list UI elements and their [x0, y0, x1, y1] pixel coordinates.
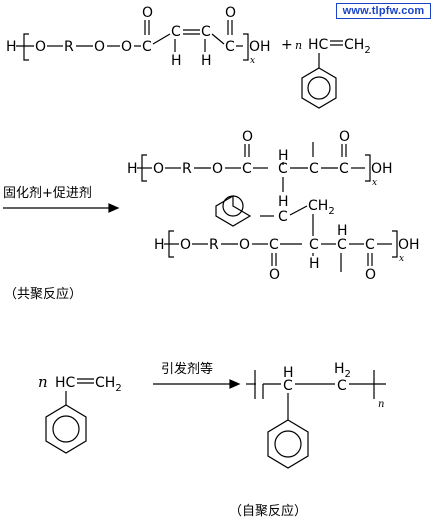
- styrene-crosslink-bridge: H C CH2: [215, 177, 335, 236]
- atom-h: H: [127, 161, 138, 177]
- reaction-arrow-1: [3, 203, 120, 213]
- atom-o: O: [94, 39, 105, 55]
- coefficient-n: n: [295, 39, 302, 52]
- plus-sign: +: [281, 37, 293, 53]
- atom-c: C: [339, 161, 349, 177]
- arrow-label-curing-agent: 固化剂+促进剂: [3, 186, 92, 201]
- unsaturated-polyester-reactant: H O R O O C O C H C H C O OH x: [6, 5, 271, 69]
- atom-c: C: [142, 39, 152, 55]
- copolymer-upper-chain: H O R O C O H C C C O OH x: [127, 129, 393, 188]
- atom-o: O: [121, 39, 132, 55]
- atom-c: C: [242, 161, 252, 177]
- atom-c: C: [269, 237, 279, 253]
- atom-h: H: [201, 53, 212, 69]
- atom-h: H: [154, 237, 165, 253]
- coefficient-n: n: [38, 373, 48, 391]
- repeat-subscript-x: x: [250, 56, 255, 66]
- aromatic-circle: [307, 76, 331, 100]
- atom-r: R: [182, 161, 192, 177]
- atom-ch2: CH2: [95, 375, 122, 394]
- atom-h: H: [337, 223, 348, 239]
- atom-h: H: [6, 39, 17, 55]
- atom-c: C: [337, 378, 347, 394]
- atom-o: O: [35, 39, 46, 55]
- left-bracket: [23, 33, 29, 61]
- atom-ch2: CH2: [308, 198, 335, 217]
- atom-c: C: [309, 237, 319, 253]
- atom-h: H: [278, 148, 289, 164]
- atom-c: C: [171, 24, 181, 40]
- benzene-ring: [215, 194, 252, 227]
- atom-c: C: [283, 378, 293, 394]
- styrene-reactant: HC CH2: [301, 37, 371, 109]
- terminal-oh: OH: [371, 161, 393, 177]
- atom-h: H: [171, 53, 182, 69]
- atom-c: C: [225, 39, 235, 55]
- arrow-label-initiator: 引发剂等: [161, 361, 213, 377]
- caption-self-polymerization: （自聚反应）: [229, 503, 307, 519]
- atom-r: R: [209, 237, 219, 253]
- atom-o: O: [212, 161, 223, 177]
- atom-c: C: [337, 237, 347, 253]
- polystyrene-product: H C H2 C n: [246, 361, 386, 469]
- copolymer-lower-chain: H O R O C O C H C H C O OH x: [154, 223, 420, 283]
- atom-o: O: [180, 237, 191, 253]
- atom-hc: HC: [308, 37, 329, 53]
- atom-c: C: [309, 161, 319, 177]
- atom-o: O: [239, 237, 250, 253]
- atom-o: O: [153, 161, 164, 177]
- terminal-oh: OH: [398, 237, 420, 253]
- atom-o-carbonyl: O: [339, 129, 350, 145]
- watermark-box: www.tlpfw.com: [336, 3, 431, 19]
- atom-h: H: [278, 194, 289, 210]
- atom-c: C: [278, 209, 288, 225]
- aromatic-circle: [274, 430, 302, 458]
- caption-copolymerization: （共聚反应）: [4, 286, 82, 302]
- atom-o-carbonyl: O: [142, 5, 153, 21]
- atom-ch2: CH2: [344, 37, 371, 56]
- aromatic-circle: [222, 195, 244, 217]
- atom-hc: HC: [55, 375, 76, 391]
- right-bracket: [243, 33, 249, 61]
- atom-c: C: [278, 161, 288, 177]
- atom-r: R: [64, 39, 74, 55]
- repeat-subscript-x: x: [372, 178, 377, 188]
- atom-h2: H2: [334, 361, 351, 380]
- atom-o-carbonyl: O: [365, 267, 376, 283]
- atom-o-carbonyl: O: [242, 129, 253, 145]
- repeat-subscript-x: x: [399, 254, 404, 264]
- atom-o-carbonyl: O: [225, 5, 236, 21]
- benzene-ring: [267, 419, 309, 469]
- atom-h: H: [283, 365, 294, 381]
- right-bracket: [392, 230, 398, 258]
- atom-h: H: [309, 256, 320, 272]
- styrene-monomer: HC CH2: [45, 375, 122, 454]
- right-bracket: [365, 154, 371, 182]
- reaction-arrow-2: [153, 379, 241, 389]
- atom-c: C: [201, 24, 211, 40]
- aromatic-circle: [52, 415, 80, 443]
- watermark-text: www.tlpfw.com: [342, 5, 425, 17]
- terminal-oh: OH: [249, 39, 271, 55]
- benzene-ring: [45, 404, 87, 454]
- benzene-ring: [301, 67, 337, 109]
- repeat-subscript-n: n: [378, 399, 384, 410]
- atom-o-carbonyl: O: [269, 267, 280, 283]
- atom-c: C: [365, 237, 375, 253]
